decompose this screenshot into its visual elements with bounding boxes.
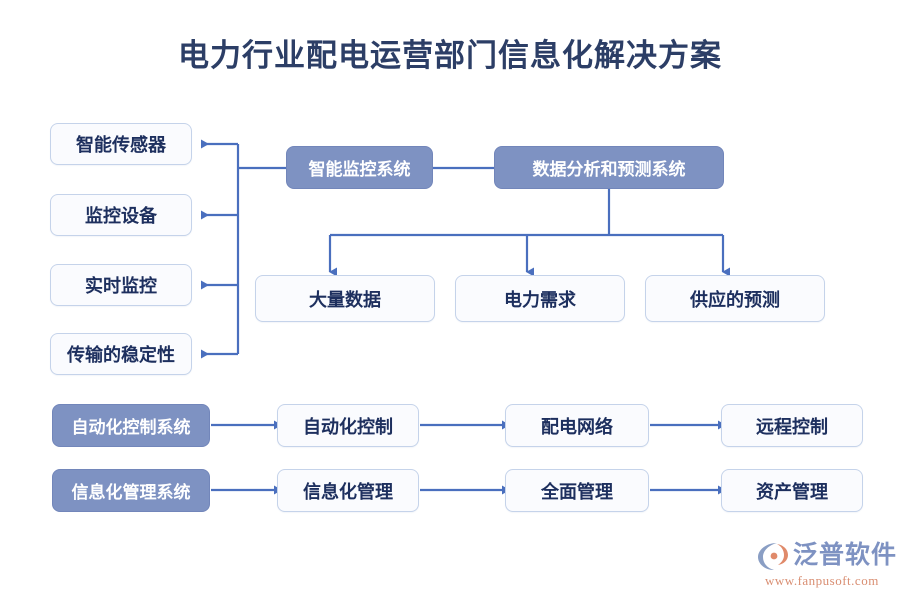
- node-power-demand[interactable]: 电力需求: [455, 275, 625, 322]
- page-title: 电力行业配电运营部门信息化解决方案: [178, 38, 722, 73]
- node-label: 实时监控: [85, 276, 157, 296]
- node-label: 监控设备: [85, 206, 157, 226]
- node-big-data[interactable]: 大量数据: [255, 275, 435, 322]
- node-label: 供应的预测: [690, 289, 780, 310]
- fanpu-logo-icon: [757, 541, 791, 571]
- node-comprehensive-management[interactable]: 全面管理: [505, 469, 649, 512]
- node-automation-control[interactable]: 自动化控制: [277, 404, 419, 447]
- logo-row: 泛普软件: [757, 540, 897, 572]
- node-label: 信息化管理系统: [71, 483, 191, 502]
- node-label: 大量数据: [309, 289, 381, 310]
- node-transmission-stability[interactable]: 传输的稳定性: [50, 333, 192, 375]
- node-label: 自动化控制: [303, 416, 393, 437]
- node-label: 数据分析和预测系统: [532, 160, 686, 179]
- node-data-analysis-forecast-system[interactable]: 数据分析和预测系统: [494, 146, 724, 189]
- node-distribution-network[interactable]: 配电网络: [505, 404, 649, 447]
- node-label: 电力需求: [504, 289, 576, 310]
- brand-logo: 泛普软件 www.fanpusoft.com: [757, 540, 897, 592]
- node-label: 智能监控系统: [308, 160, 411, 179]
- logo-brand-text: 泛普软件: [793, 542, 898, 569]
- node-label: 资产管理: [756, 481, 828, 502]
- node-remote-control[interactable]: 远程控制: [721, 404, 863, 447]
- node-label: 智能传感器: [76, 135, 166, 155]
- node-information-management-system[interactable]: 信息化管理系统: [52, 469, 210, 512]
- logo-url-text: www.fanpusoft.com: [765, 573, 879, 588]
- node-label: 信息化管理: [303, 481, 393, 502]
- node-label: 配电网络: [541, 416, 613, 437]
- node-monitoring-device[interactable]: 监控设备: [50, 194, 192, 236]
- node-information-management[interactable]: 信息化管理: [277, 469, 419, 512]
- node-realtime-monitoring[interactable]: 实时监控: [50, 264, 192, 306]
- node-label: 传输的稳定性: [67, 345, 175, 365]
- node-label: 全面管理: [541, 481, 613, 502]
- node-supply-forecast[interactable]: 供应的预测: [645, 275, 825, 322]
- node-automation-control-system[interactable]: 自动化控制系统: [52, 404, 210, 447]
- node-smart-monitoring-system[interactable]: 智能监控系统: [286, 146, 433, 189]
- node-label: 远程控制: [756, 416, 828, 437]
- node-asset-management[interactable]: 资产管理: [721, 469, 863, 512]
- node-label: 自动化控制系统: [71, 418, 191, 437]
- node-smart-sensor[interactable]: 智能传感器: [50, 123, 192, 165]
